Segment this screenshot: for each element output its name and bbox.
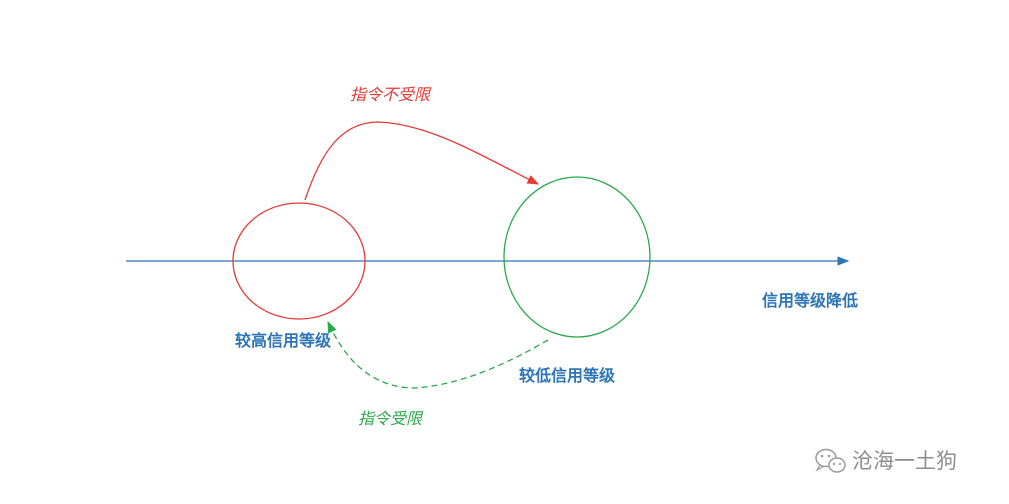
high-credit-label: 较高信用等级 [235, 331, 332, 350]
watermark-text: 沧海一土狗 [852, 449, 957, 473]
high-credit-circle [232, 202, 366, 320]
low-credit-circle [503, 176, 651, 338]
unrestricted-label: 指令不受限 [350, 85, 432, 104]
restricted-arrow [327, 320, 549, 389]
low-credit-label: 较低信用等级 [519, 366, 616, 385]
axis-label: 信用等级降低 [762, 291, 858, 310]
unrestricted-arrow [304, 121, 540, 201]
wechat-icon [815, 448, 846, 473]
restricted-label: 指令受限 [358, 409, 424, 428]
